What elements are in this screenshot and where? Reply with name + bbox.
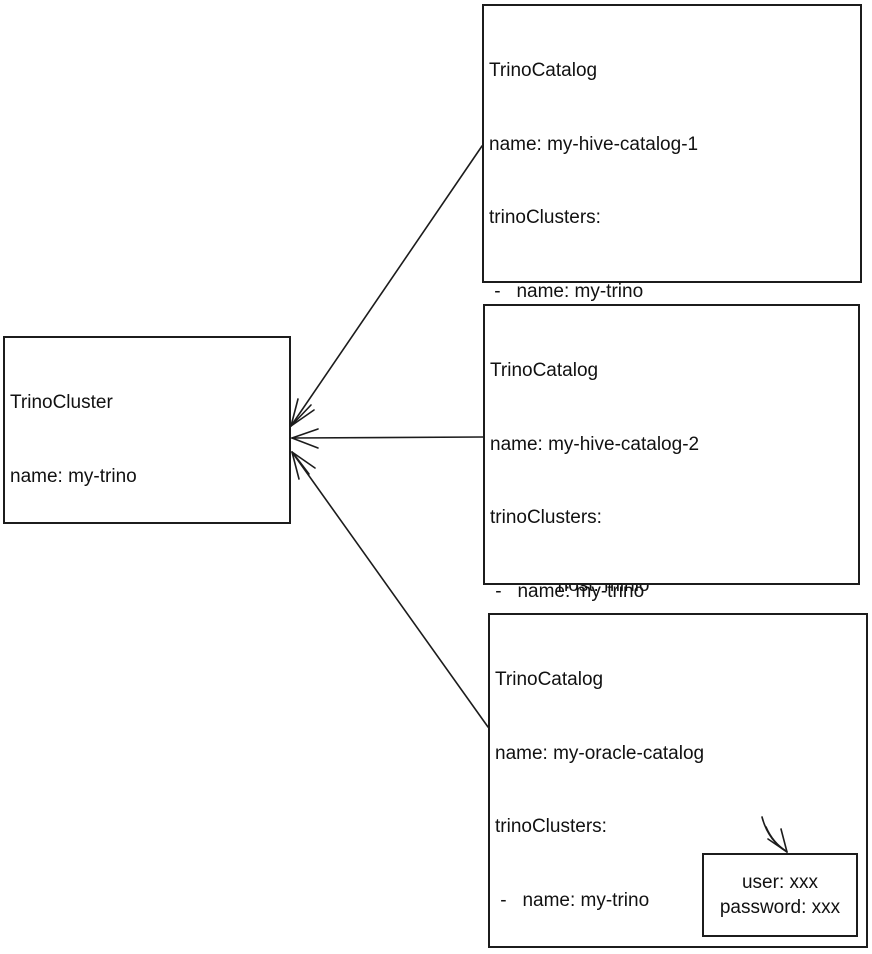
yaml-line: TrinoCatalog bbox=[490, 360, 599, 381]
yaml-line: TrinoCluster bbox=[10, 392, 113, 413]
connector-arrow-catalog3-to-cluster bbox=[291, 451, 489, 728]
connector-arrow-catalog1-to-cluster bbox=[290, 145, 483, 427]
trino-catalog-1-box: TrinoCatalog name: my-hive-catalog-1 tri… bbox=[482, 4, 862, 669]
yaml-line: trinoClusters: bbox=[495, 816, 607, 837]
yaml-line: TrinoCatalog bbox=[495, 669, 604, 690]
yaml-line: - name: my-trino bbox=[495, 889, 650, 911]
yaml-line: trinoClusters: bbox=[490, 507, 602, 528]
credentials-line: user: xxx bbox=[741, 872, 819, 893]
yaml-line: - name: my-trino bbox=[490, 580, 645, 602]
connector-arrow-catalog2-to-cluster bbox=[291, 428, 484, 449]
trino-catalog-2-box: TrinoCatalog name: my-hive-catalog-2 tri… bbox=[483, 304, 860, 896]
yaml-line: name: my-hive-catalog-2 bbox=[490, 433, 700, 455]
yaml-line: - name: my-trino bbox=[489, 280, 644, 302]
trino-catalog-3-box: TrinoCatalog name: my-oracle-catalog tri… bbox=[488, 613, 868, 948]
yaml-line: name: my-trino bbox=[10, 465, 137, 487]
yaml-line: trinoClusters: bbox=[489, 207, 601, 228]
yaml-line: name: my-oracle-catalog bbox=[495, 742, 705, 764]
trino-cluster-box: TrinoCluster name: my-trino bbox=[3, 336, 291, 524]
yaml-line: TrinoCatalog bbox=[489, 60, 598, 81]
credentials-box: user: xxx password: xxx bbox=[702, 853, 858, 937]
credentials-line: password: xxx bbox=[719, 897, 841, 918]
yaml-line: name: my-hive-catalog-1 bbox=[489, 133, 699, 155]
